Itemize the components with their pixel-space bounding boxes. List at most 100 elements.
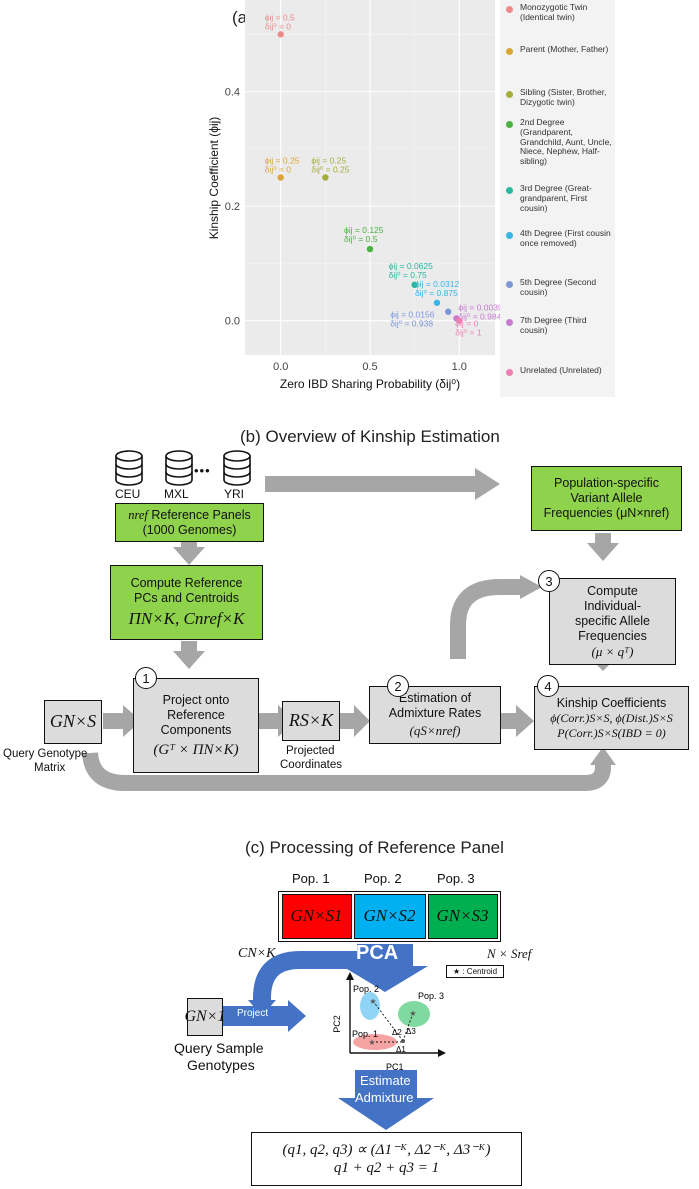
centroid-legend: ★ : Centroid: [446, 965, 504, 978]
arrow-r-to-admix: [340, 713, 356, 729]
delta1-label: Δ1: [396, 1045, 406, 1054]
pc1-label: PC1: [386, 1062, 404, 1072]
point-delta-label: δij⁰ = 0: [265, 21, 292, 31]
point-phi-label: ϕij = 0: [455, 319, 478, 329]
step-4-badge: 4: [537, 675, 559, 697]
pop1-cluster: [353, 1034, 397, 1050]
project-line2: Reference: [167, 707, 225, 722]
compute-reference-box: Compute Reference PCs and Centroids ΠN×K…: [110, 565, 263, 640]
step-2-badge: 2: [387, 675, 409, 697]
estimate-label1: Estimate: [360, 1073, 411, 1088]
point-delta-label: δij⁰ = 0.984: [458, 311, 500, 321]
admixture-box: Estimation of Admixture Rates (qS×nref): [369, 686, 501, 744]
panel-c-title: (c) Processing of Reference Panel: [245, 838, 504, 857]
ref-panels-line1: Reference Panels: [151, 507, 251, 522]
admixture-equation-box: (q1, q2, q3) ∝ (Δ1⁻ᴷ, Δ2⁻ᴷ, Δ3⁻ᴷ) q1 + q…: [251, 1132, 522, 1186]
legend-swatch: [506, 187, 513, 194]
legend-swatch: [506, 369, 513, 376]
arrow-compute-to-project: [181, 641, 197, 653]
pop1-geno-block: GN×S1: [281, 894, 352, 939]
projected-label2: Coordinates: [280, 759, 343, 771]
point-delta-label: δij⁰ = 0.938: [390, 319, 433, 329]
database-icon: [165, 450, 193, 486]
database-icon: [223, 450, 251, 486]
data-point: [456, 317, 463, 324]
query-genotype-label2: Matrix: [34, 762, 66, 774]
kinship-line1: Kinship Coefficients: [556, 696, 667, 711]
point-delta-label: δij⁰ = 0.5: [344, 234, 378, 244]
individual-line2: Individual-: [584, 598, 641, 613]
point-delta-label: δij⁰ = 0.875: [415, 288, 458, 298]
query-sample-label2: Genotypes: [187, 1057, 255, 1073]
point-delta-label: δij⁰ = 0.75: [389, 270, 427, 280]
ref-panels-line2: (1000 Genomes): [142, 522, 237, 537]
step-1-badge: 1: [135, 667, 157, 689]
pca-arrow-head: [342, 966, 428, 992]
x-axis-label: Zero IBD Sharing Probability (δij⁰): [280, 377, 460, 391]
compute-ref-formula: ΠN×K, Cnref×K: [128, 608, 245, 628]
arrow-admix-to-kinship: [500, 713, 518, 729]
pop3-cluster: [398, 1001, 430, 1027]
pop1-header: Pop. 1: [292, 871, 330, 886]
legend-label: 4th Degree (First cousin once removed): [520, 228, 611, 248]
arrow-g-to-kinship-loop: [82, 751, 611, 791]
query-genotype-label1: Query Genotype: [3, 748, 88, 760]
pop3-geno-block: GN×S3: [427, 894, 498, 939]
point-phi-label: ϕij = 0.0156: [390, 310, 434, 320]
pop3-header: Pop. 3: [437, 871, 475, 886]
legend-swatch: [506, 121, 513, 128]
flow-arrows: [82, 468, 619, 791]
legend-swatch: [506, 48, 513, 55]
arrow-head: [354, 705, 370, 737]
legend-label: Parent (Mother, Father): [520, 44, 609, 54]
arrow-head: [520, 575, 542, 599]
arrow-head: [587, 543, 619, 561]
individual-formula: (μ × qᵀ): [591, 643, 634, 659]
arrow-freq-to-indiv: [595, 533, 611, 545]
pop-label-ceu: CEU: [115, 487, 141, 501]
project-arrow-label: Project: [237, 1008, 269, 1019]
point-phi-label: ϕij = 0.0312: [415, 279, 459, 289]
point-delta-label: δij⁰ = 0: [265, 165, 292, 175]
reference-genotype-matrix: GN×S1 GN×S2 GN×S3: [278, 891, 501, 942]
legend-swatch: [506, 232, 513, 239]
project-formula: (Gᵀ × ΠN×K): [153, 741, 239, 758]
estimate-label2: Admixture: [355, 1090, 414, 1105]
arrow-head: [516, 705, 534, 737]
pca-label: PCA: [356, 942, 399, 964]
pc2-label: PC2: [332, 1015, 342, 1033]
kinship-line2: ϕ(Corr.)S×S, ϕ(Dist.)S×S: [550, 711, 673, 726]
arrow-head: [475, 468, 500, 500]
pop2-geno-block: GN×S2: [353, 894, 426, 939]
legend-swatch: [506, 91, 513, 98]
x-tick-label: 0.5: [362, 361, 377, 373]
admixture-line2: Admixture Rates: [388, 706, 482, 721]
equation-line1: (q1, q2, q3) ∝ (Δ1⁻ᴷ, Δ2⁻ᴷ, Δ3⁻ᴷ): [282, 1142, 491, 1158]
centroid-curve-arrow: [253, 951, 357, 1002]
legend-label: 3rd Degree (Great-grandparent, First cou…: [520, 183, 592, 213]
legend-label: Monozygotic Twin (Identical twin): [520, 2, 588, 22]
legend: Monozygotic Twin (Identical twin) Parent …: [500, 0, 615, 397]
delta3-label: Δ3: [406, 1027, 416, 1036]
delta3-line: [402, 1012, 414, 1042]
query-sample-label1: Query Sample: [174, 1040, 264, 1056]
pc1-axis-arrow: [438, 1049, 446, 1057]
pop-freq-line1: Population-specific: [554, 476, 659, 490]
centroid-star: ★: [369, 997, 376, 1006]
delta2-line: [372, 1000, 404, 1042]
arrow-head: [590, 747, 616, 765]
individual-line3: specific Allele: [574, 613, 651, 628]
mini-pop1-label: Pop. 1: [352, 1029, 378, 1039]
project-line3: Components: [160, 722, 232, 737]
query-genotype-box: GN×S: [44, 700, 102, 744]
legend-label: 2nd Degree (Grandparent, Grandchild, Aun…: [520, 117, 612, 167]
point-delta-label: δij⁰ = 1: [455, 328, 482, 338]
estimate-arrow-head: [338, 1098, 434, 1130]
arrow-project-to-r: [258, 713, 280, 729]
pop-label-mxl: MXL: [164, 487, 189, 501]
point-phi-label: ϕij = 0.0039: [458, 302, 500, 312]
step-3-badge: 3: [538, 570, 560, 592]
pop2-header: Pop. 2: [364, 871, 402, 886]
